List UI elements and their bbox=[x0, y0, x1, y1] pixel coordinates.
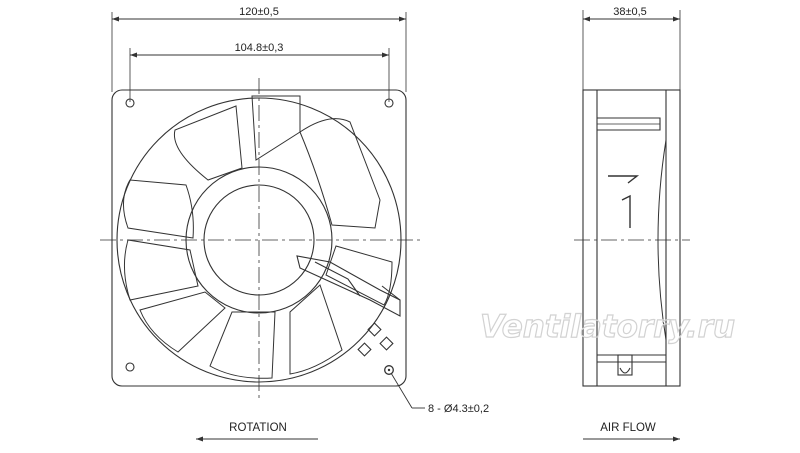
dimension-overall-width: 120±0,5 bbox=[112, 6, 406, 22]
airflow-label: AIR FLOW bbox=[600, 422, 656, 434]
rotation-label: ROTATION bbox=[229, 422, 287, 434]
mounting-hole-callout bbox=[390, 372, 425, 409]
mounting-hole-bl bbox=[125, 362, 135, 372]
mounting-hole-tl bbox=[125, 98, 135, 108]
side-frame bbox=[582, 89, 681, 387]
mounting-hole-tr bbox=[384, 98, 394, 108]
fan-blades bbox=[123, 95, 393, 379]
dimension-hole-spacing-label: 104.8±0,3 bbox=[235, 42, 284, 54]
watermark-text: Ventilatorry.ru bbox=[480, 309, 735, 345]
mounting-hole-br bbox=[384, 365, 394, 375]
dimension-hole-spacing: 104.8±0,3 bbox=[130, 42, 389, 58]
airflow-indicator: AIR FLOW bbox=[583, 422, 680, 442]
front-view bbox=[100, 12, 420, 400]
dimension-depth-label: 38±0,5 bbox=[613, 6, 647, 18]
dimension-depth: 38±0,5 bbox=[583, 6, 680, 22]
rotation-indicator: ROTATION bbox=[196, 422, 318, 442]
mounting-hole-callout-label: 8 - Ø4.3±0,2 bbox=[428, 403, 489, 415]
cable-channel bbox=[296, 255, 401, 317]
dimension-overall-width-label: 120±0,5 bbox=[239, 6, 279, 18]
side-view bbox=[574, 10, 690, 387]
